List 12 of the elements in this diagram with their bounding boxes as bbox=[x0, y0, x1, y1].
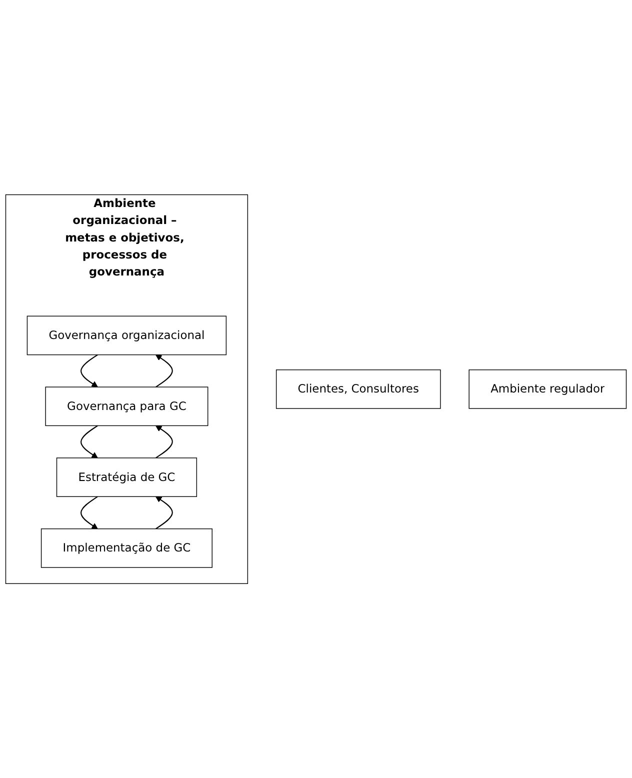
node-box: Clientes, Consultores bbox=[276, 369, 441, 409]
arrow bbox=[80, 425, 98, 458]
node-box: Governança organizacional bbox=[26, 316, 227, 355]
node-box: Governança para GC bbox=[45, 386, 208, 426]
node-box: Ambiente regulador bbox=[468, 369, 627, 409]
arrow bbox=[156, 425, 173, 458]
arrow bbox=[80, 496, 98, 529]
arrow bbox=[156, 496, 173, 530]
arrow bbox=[156, 354, 173, 388]
node-box: Implementação de GC bbox=[40, 528, 212, 568]
node-box: Estratégia de GC bbox=[56, 457, 198, 497]
arrow bbox=[80, 354, 98, 388]
